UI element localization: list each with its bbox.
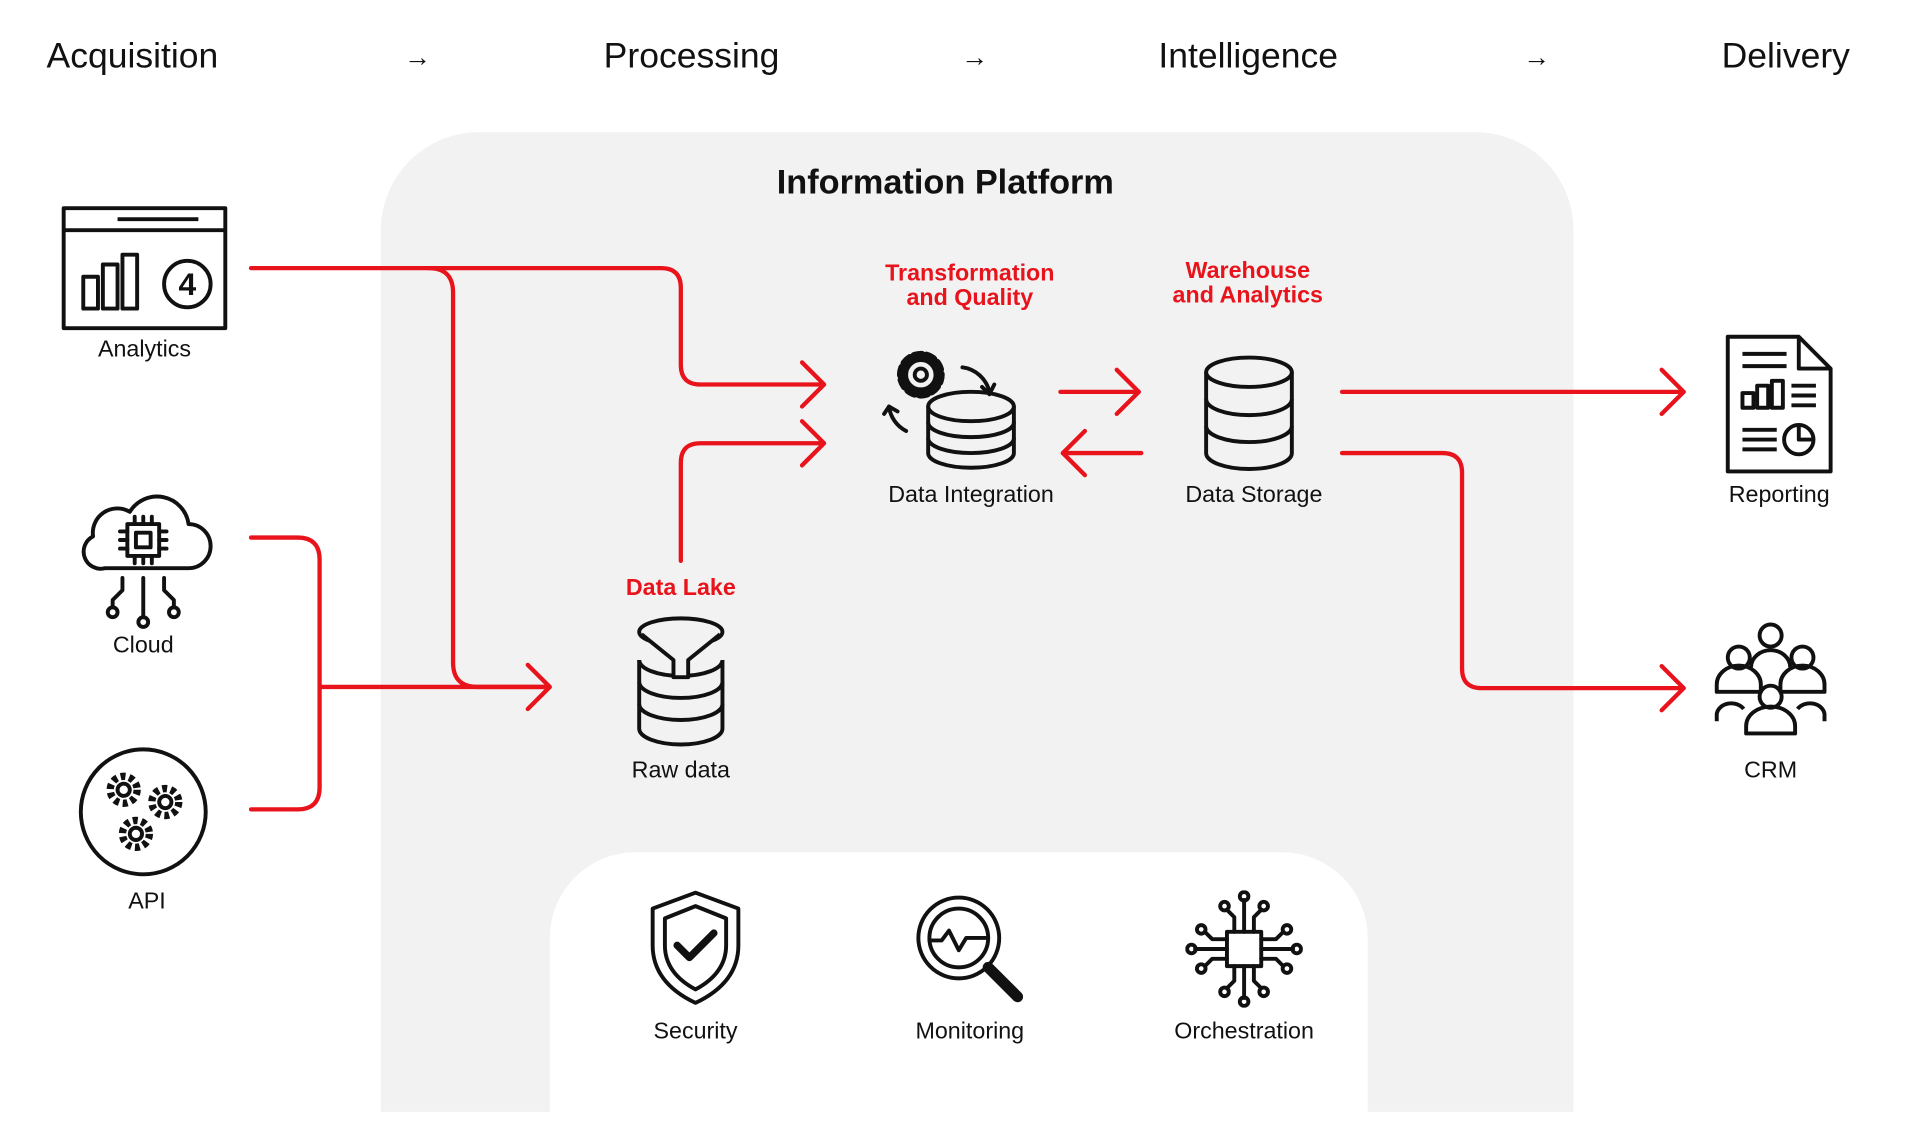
data-integration-label: Data Integration xyxy=(888,482,1054,509)
warehouse-analytics-title: Warehouse and Analytics xyxy=(1172,258,1323,309)
cloud-chip-icon xyxy=(81,494,213,629)
api-label: API xyxy=(128,888,166,915)
transformation-quality-title: Transformation and Quality xyxy=(885,260,1055,312)
stage-intelligence: Intelligence xyxy=(1158,36,1339,76)
security-label: Security xyxy=(653,1018,738,1045)
monitoring-label: Monitoring xyxy=(915,1018,1025,1045)
report-document-icon xyxy=(1725,334,1833,474)
data-storage-label: Data Storage xyxy=(1185,482,1323,509)
people-group-icon xyxy=(1714,622,1827,736)
stage-delivery: Delivery xyxy=(1721,36,1850,76)
crm-label: CRM xyxy=(1744,757,1798,784)
raw-data-label: Raw data xyxy=(631,757,730,784)
shield-check-icon xyxy=(650,890,741,1005)
reporting-label: Reporting xyxy=(1728,482,1830,509)
database-icon xyxy=(1204,355,1294,471)
stage-arrow: → xyxy=(961,41,989,73)
flow-connectors xyxy=(248,266,1686,812)
funnel-database-icon xyxy=(637,616,725,747)
analytics-dashboard-icon: 4 xyxy=(61,206,228,331)
stage-arrow: → xyxy=(1523,41,1551,73)
cloud-label: Cloud xyxy=(112,633,174,659)
stage-arrow: → xyxy=(404,41,432,73)
analytics-label: Analytics xyxy=(97,336,192,363)
diagram-canvas: Acquisition → Processing → Intelligence … xyxy=(46,36,1850,1112)
platform-title: Information Platform xyxy=(776,162,1114,201)
circuit-chip-icon xyxy=(1185,890,1303,1008)
api-gears-icon xyxy=(78,747,208,877)
stage-acquisition: Acquisition xyxy=(46,36,219,76)
data-lake-title: Data Lake xyxy=(625,575,736,602)
gear-database-icon xyxy=(882,350,1016,470)
magnifier-pulse-icon xyxy=(916,895,1024,1003)
orchestration-label: Orchestration xyxy=(1174,1018,1314,1045)
stage-processing: Processing xyxy=(603,36,780,76)
svg-text:4: 4 xyxy=(178,266,196,302)
